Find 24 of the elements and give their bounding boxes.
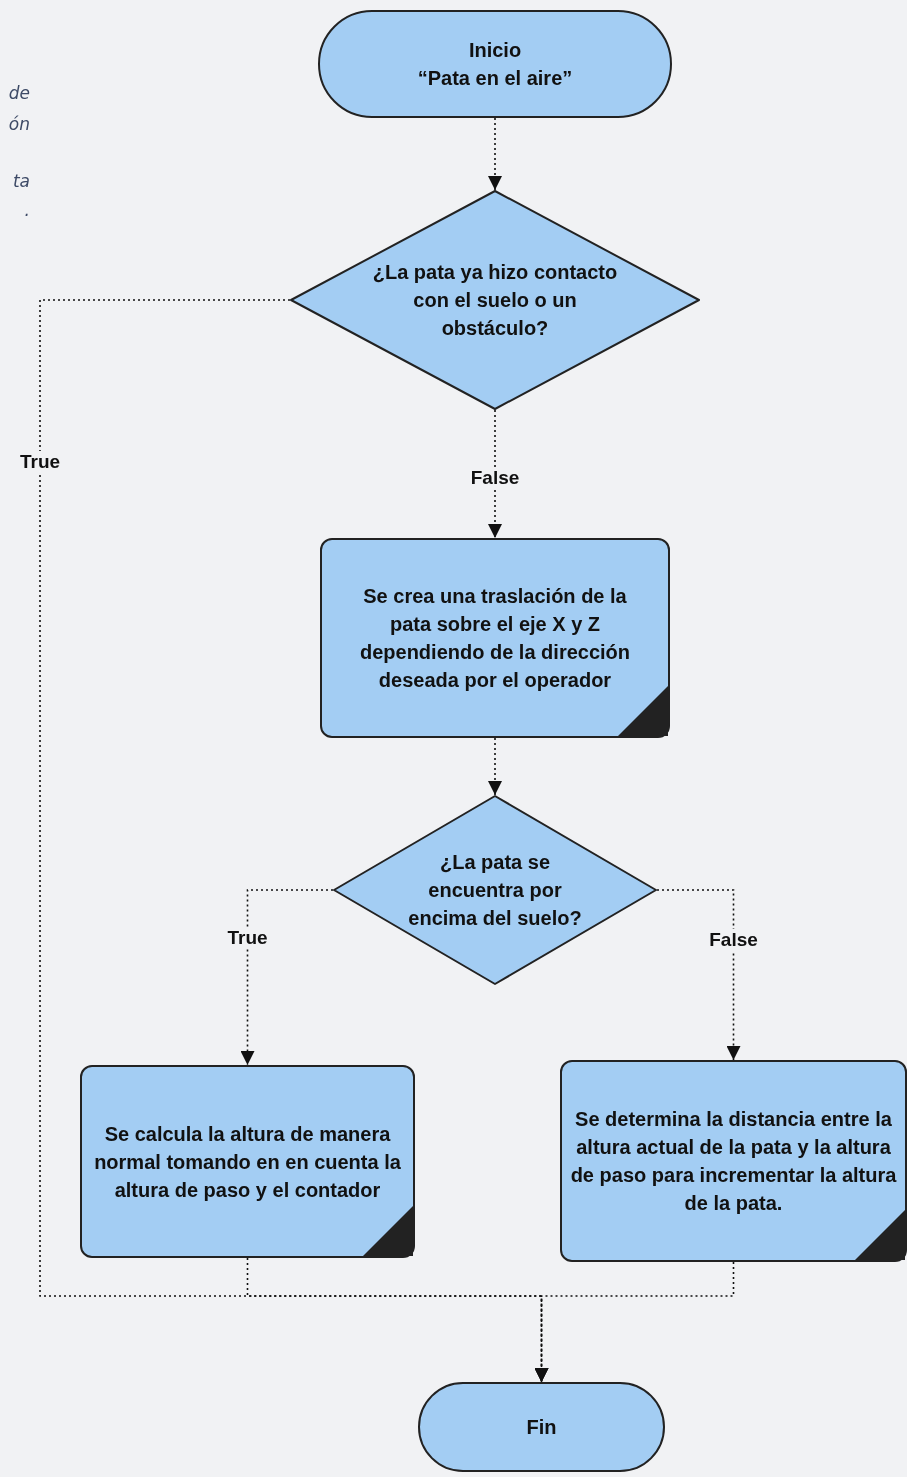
process-box	[320, 538, 670, 738]
terminal-label: Fin	[526, 1415, 557, 1440]
step-text: Se crea una traslación de la pata sobre el eje X y Z dependiendo de la dirección deseada por el operador	[358, 584, 632, 693]
process-box	[80, 1065, 415, 1258]
note-text: .	[24, 200, 30, 220]
arrow	[488, 117, 502, 191]
edge-label: False	[707, 929, 760, 951]
process-box	[560, 1060, 907, 1262]
arrow	[534, 1261, 735, 1383]
arrow	[656, 889, 741, 1061]
note-text: de	[8, 83, 30, 103]
decision-text: ¿La pata se encuentra por encima del suelo?	[407, 850, 583, 931]
edge-label: True	[17, 451, 63, 473]
step-text: Se calcula la altura de manera normal tomando en en cuenta la altura de paso y el contador	[93, 1121, 402, 1203]
decision-text: ¿La pata ya hizo contacto con el suelo o un obstáculo?	[371, 260, 619, 341]
note-text: ta	[12, 171, 30, 191]
arrow	[240, 889, 334, 1066]
arrow	[488, 737, 502, 796]
terminal-label: “Pata en el aire”	[417, 66, 573, 91]
step-text: Se determina la distancia entre la altura actual de la pata y la altura de paso para incrementar la altura de la pata.	[569, 1107, 898, 1216]
arrow	[488, 409, 502, 539]
terminal-label: Inicio	[468, 38, 522, 63]
edge-label: True	[225, 927, 270, 949]
note-text: ón	[8, 114, 30, 134]
